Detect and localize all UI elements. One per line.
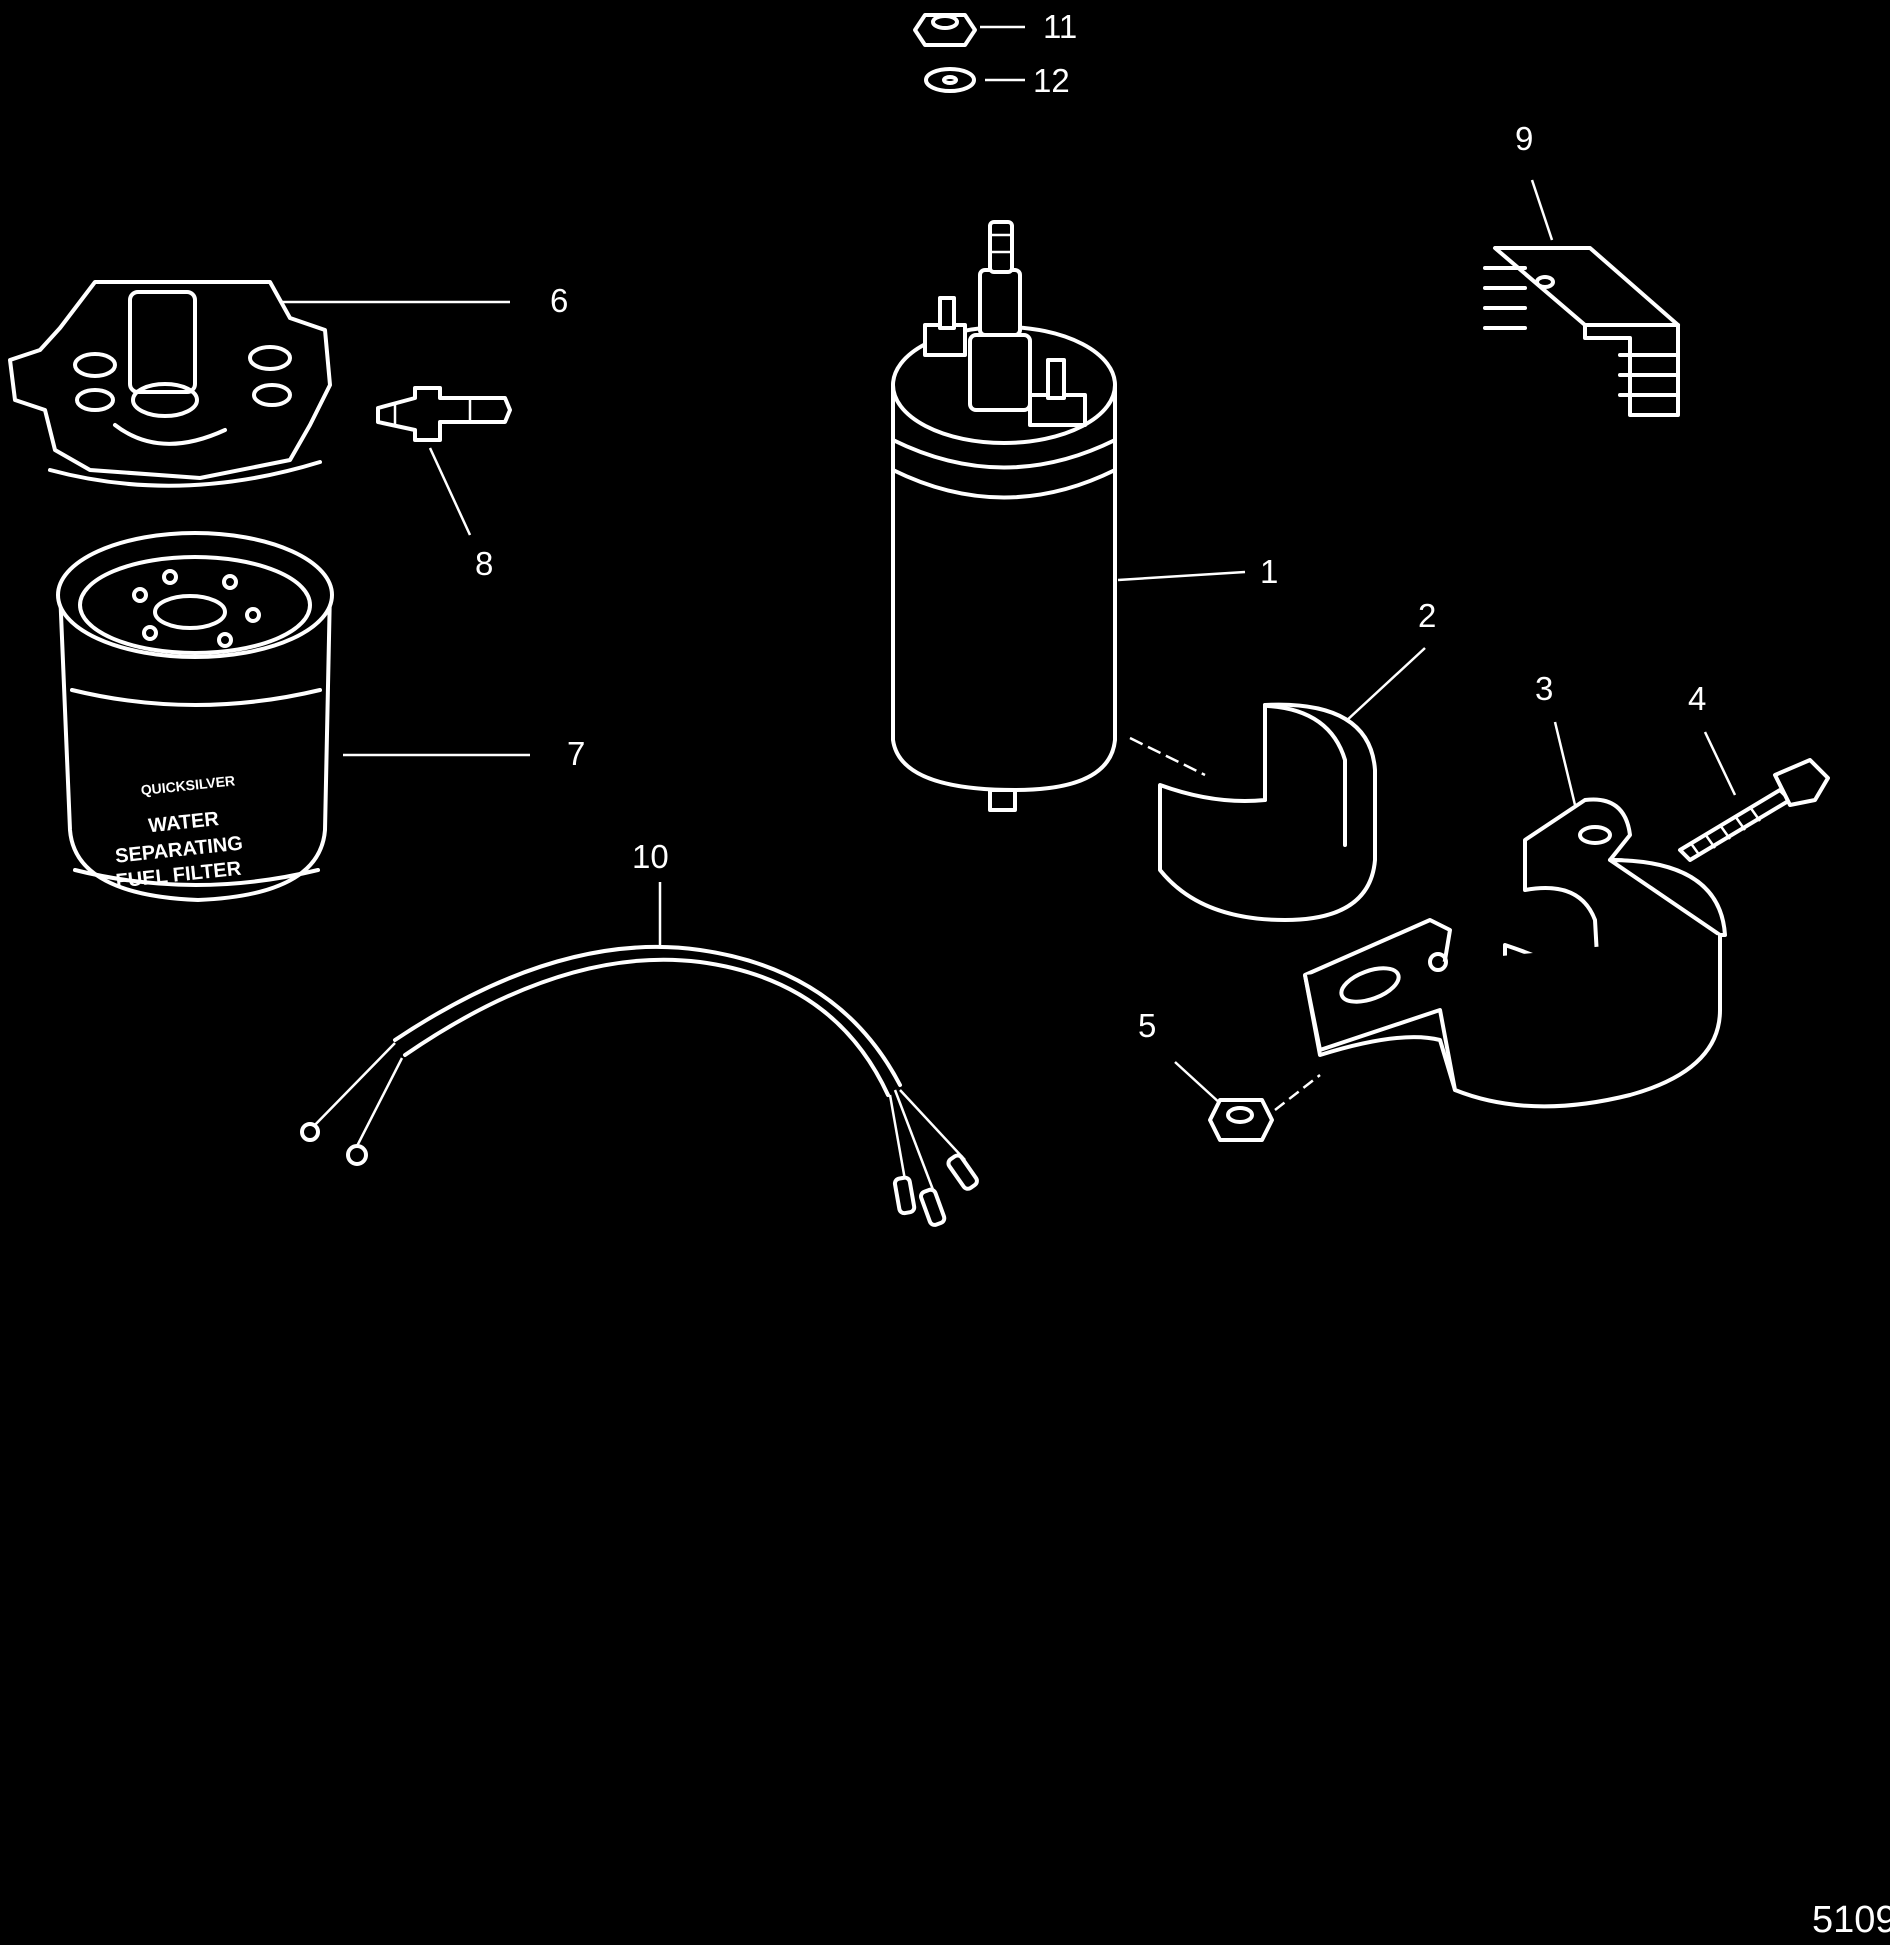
callout-4: 4 bbox=[1688, 680, 1706, 717]
callout-6: 6 bbox=[550, 282, 568, 319]
callout-8: 8 bbox=[475, 545, 493, 582]
callout-11: 11 bbox=[1043, 8, 1077, 45]
part-9-bracket bbox=[1483, 246, 1680, 417]
part-11-hex-nut bbox=[913, 13, 977, 47]
callout-3: 3 bbox=[1535, 670, 1553, 707]
callout-5: 5 bbox=[1138, 1007, 1156, 1044]
callout-12: 12 bbox=[1033, 62, 1070, 99]
callout-2: 2 bbox=[1418, 597, 1436, 634]
part-1-fuel-pump bbox=[891, 220, 1117, 812]
callout-9: 9 bbox=[1515, 120, 1533, 157]
callout-7: 7 bbox=[567, 735, 585, 772]
part-12-washer bbox=[924, 67, 976, 93]
callout-1: 1 bbox=[1260, 553, 1278, 590]
part-4-screw bbox=[1678, 758, 1830, 862]
figure-id: 5109 bbox=[1812, 1899, 1890, 1941]
part-5-nut bbox=[1208, 1098, 1274, 1142]
part-6-filter-head bbox=[8, 280, 332, 488]
part-2-insulator bbox=[1158, 702, 1377, 922]
part-clamp-lower bbox=[1303, 858, 1727, 1109]
part-7-fuel-filter: QUICKSILVER WATER SEPARATING FUEL FILTER bbox=[56, 531, 334, 902]
callout-10: 10 bbox=[632, 838, 669, 875]
part-8-barbed-fitting bbox=[376, 386, 512, 442]
part-10-wire-harness bbox=[300, 944, 979, 1227]
